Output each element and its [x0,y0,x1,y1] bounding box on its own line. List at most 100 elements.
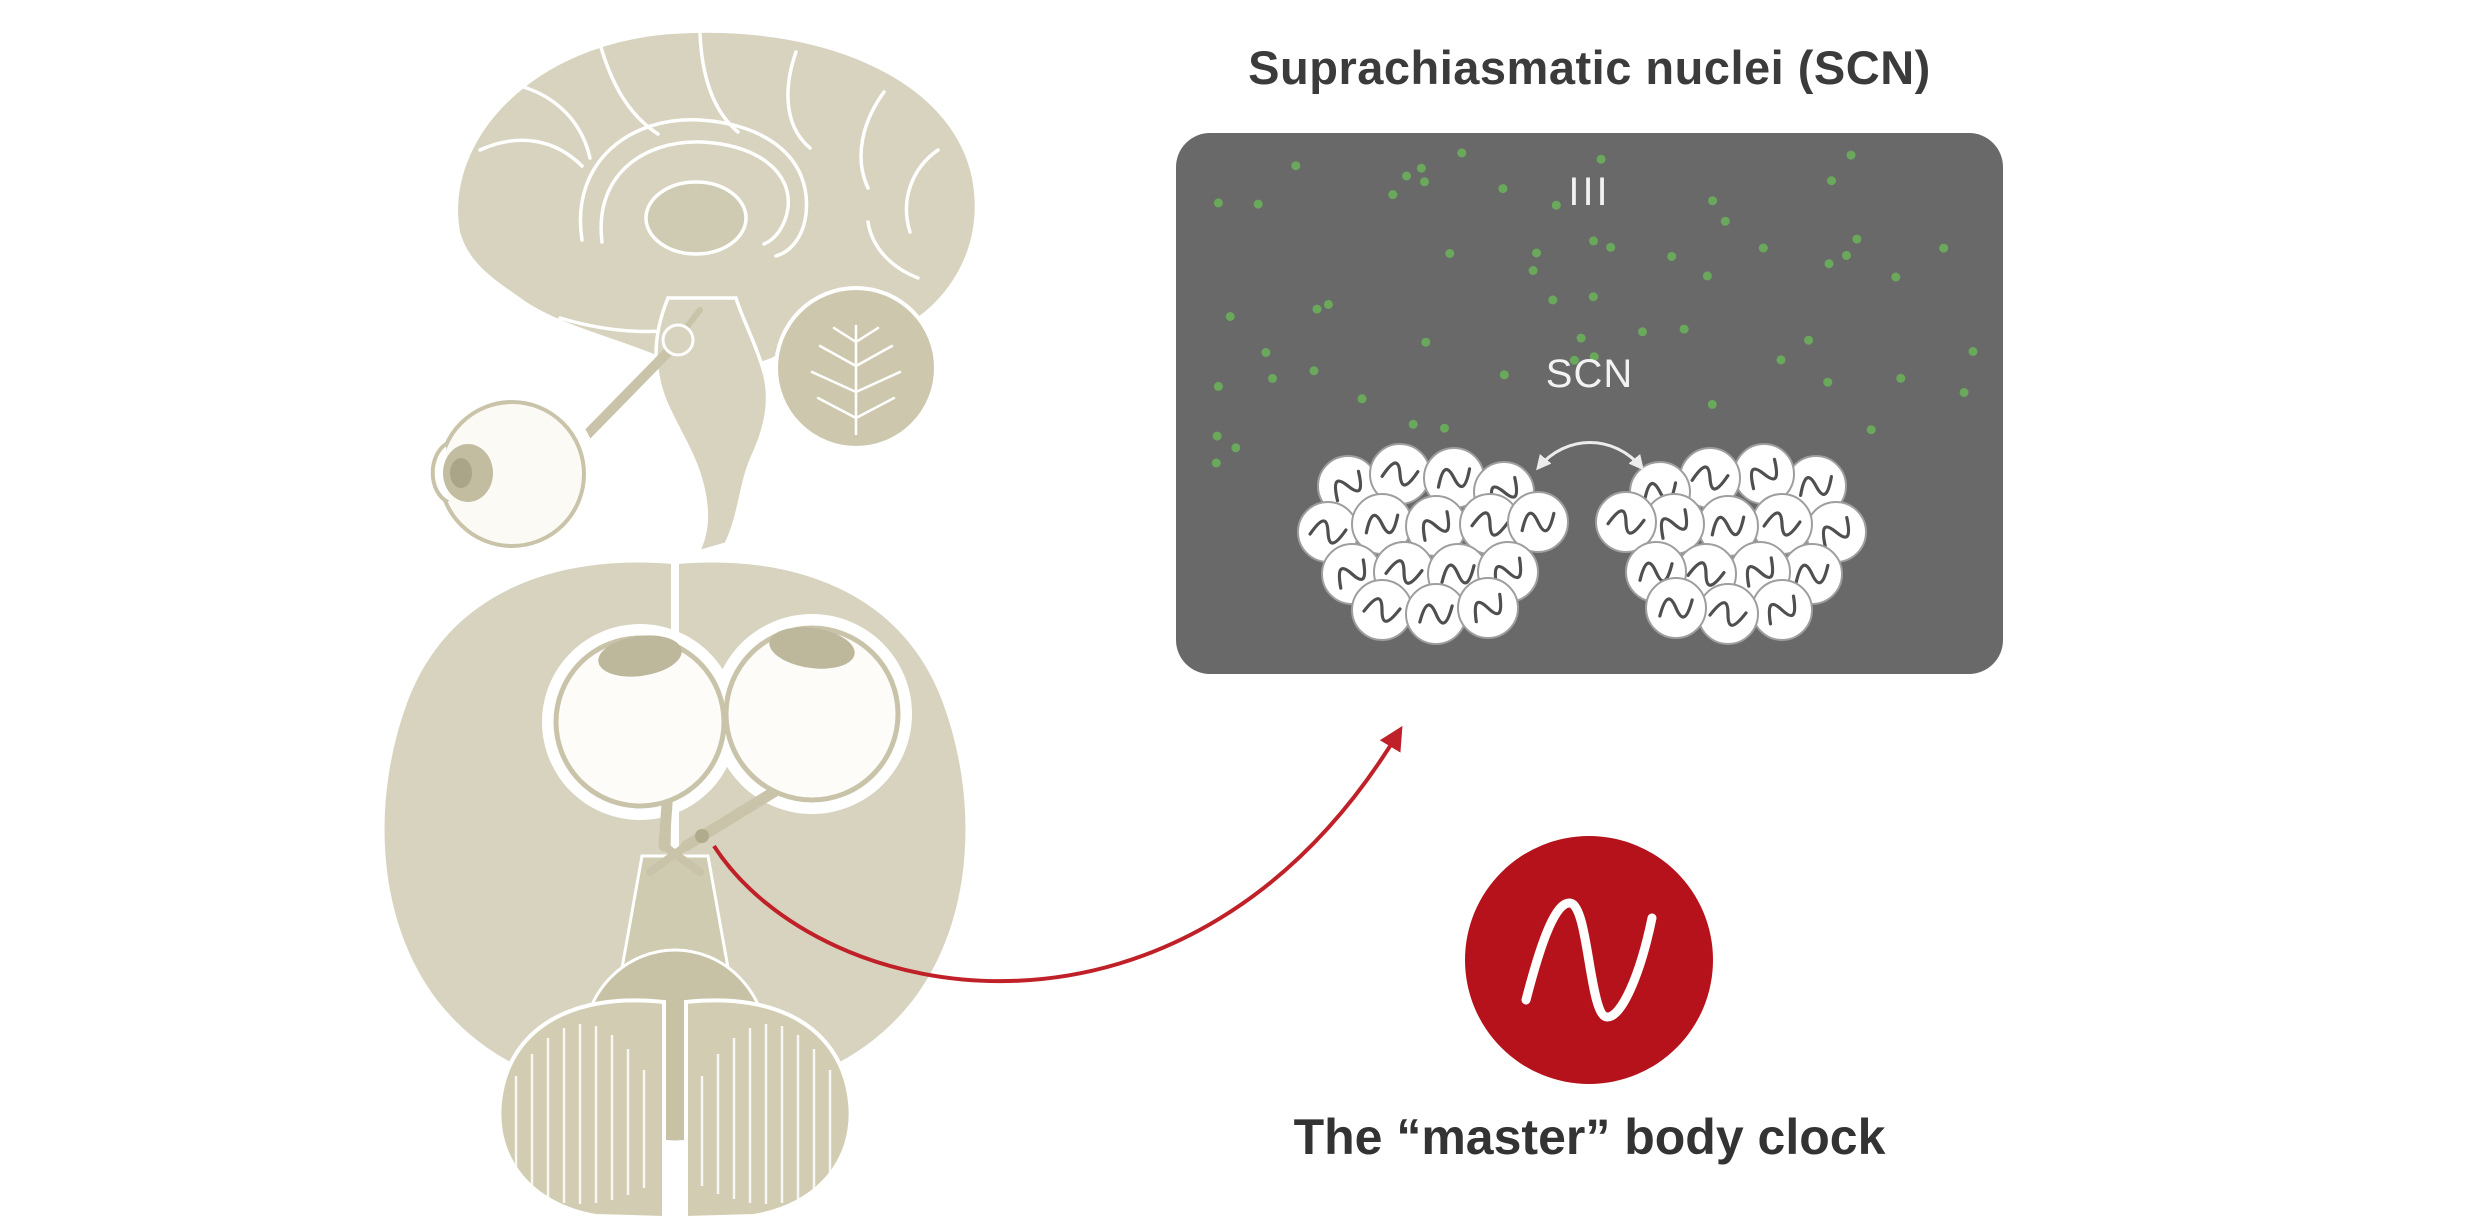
pupil [450,458,472,488]
scn-neuron [1751,493,1813,555]
neuron-dot [1939,243,1949,253]
oscillation-wave-icon [1658,597,1694,619]
neuron-dot [1528,266,1538,275]
neuron-dot [1213,381,1223,391]
neuron-dot [1225,312,1235,321]
lens-left [598,635,682,677]
cerebellum-striations [514,1024,832,1204]
neuron-dot [1842,250,1851,260]
oscillation-wave-icon [1749,457,1779,491]
oscillation-wave-icon [1440,563,1476,585]
neuron-dot [1823,377,1833,387]
neuron-dot [1708,196,1718,206]
neuron-dot [1388,190,1398,200]
pituitary-gland [661,323,695,357]
neuron-dot [1261,348,1271,357]
oscillation-wave-icon [1421,510,1451,542]
neuron-dot [1231,443,1241,453]
oscillation-wave-icon [1364,513,1400,535]
oscillation-wave-icon [1436,467,1472,489]
neuron-dot [1896,373,1906,383]
master-clock-icon [1465,836,1713,1084]
scn-neuron [1751,579,1813,641]
oscillation-wave-icon [1710,515,1746,537]
neuron-dot [1606,242,1616,252]
neuron-dot [1959,388,1969,397]
optic-nerve [571,347,673,451]
brainstem [654,296,770,555]
optic-chiasm-dot [695,829,709,843]
lens-right [769,627,855,669]
thalamus [644,180,748,256]
neuron-dot [1309,366,1319,376]
neuron-dot [1827,176,1836,186]
neuron-dot [1824,259,1834,269]
scn-sync-arrow [1536,441,1644,471]
oscillation-wave-icon [1690,465,1730,491]
neuron-dot [1357,394,1367,404]
oscillation-wave-icon [1493,556,1523,588]
neuron-dot [1268,373,1277,383]
cerebellum-lobe-left [497,998,666,1218]
corpus-callosum [578,118,809,258]
oscillation-wave-icon [1794,563,1830,585]
neuron-dot [1312,304,1322,314]
neuron-dot [1846,150,1856,160]
cerebellum-lobe-right [684,998,853,1218]
neuron-dot [1548,295,1558,305]
neuron-dot [1638,327,1647,337]
oscillation-wave-icon [1489,475,1519,509]
neuron-dot [1891,272,1901,282]
scn-neuron [1507,491,1569,553]
scn-panel [1176,133,2003,674]
neuron-dot [1445,249,1455,258]
oscillation-wave-icon [1767,594,1797,626]
cerebellum-arbor-vitae [810,324,902,436]
scn-neuron [1645,577,1707,639]
oscillation-wave-icon [1686,561,1726,587]
neuron-dot [1408,419,1418,429]
pituitary-stalk [683,307,703,331]
oscillation-wave-icon [1821,515,1851,549]
neuron-dot [1421,337,1431,347]
neuron-dot [1323,299,1333,309]
oscillation-wave-icon [1308,519,1348,545]
inferior-brain-illustration [380,558,970,1218]
neuron-dot [1212,431,1222,441]
neuron-dot [1852,234,1862,244]
oscillation-wave-icon [1333,469,1363,503]
neuron-dot [1498,184,1508,194]
neuron-dot [1588,292,1598,302]
scn-neuron [1733,443,1795,505]
neuron-dot [1213,198,1223,208]
sagittal-brain-illustration [426,28,979,560]
oscillation-wave-icon [1418,603,1454,625]
neuron-dot [1758,243,1768,253]
oscillation-wave-icon [1799,474,1833,498]
sine-wave-icon [1521,898,1657,1022]
cortex-gyri-lines [478,32,940,334]
third-ventricle-dots [1211,148,1978,468]
oscillation-wave-icon [1762,511,1802,537]
neuron-dot [1291,161,1301,171]
scn-neuron [1697,583,1759,645]
neuron-dot [1596,154,1606,164]
oscillation-wave-icon [1473,592,1503,624]
neuron-dot [1589,236,1598,246]
neuron-dot [1804,335,1814,345]
neuron-dot [1866,425,1876,435]
neuron-dot [1589,352,1599,362]
scn-neuron [1405,583,1467,645]
neuron-dot [1776,355,1786,365]
oscillation-wave-icon [1638,561,1674,583]
neuron-dot [1457,148,1467,158]
scn-neuron [1595,491,1657,553]
scn-neuron [1351,579,1413,641]
scn-cluster-left [1297,443,1569,645]
neuron-dot [1569,355,1579,365]
neuron-dot [1679,324,1689,334]
oscillation-wave-icon [1384,559,1424,585]
neuron-dot [1551,200,1561,210]
neuron-dot [1707,399,1717,409]
oscillation-wave-icon [1470,511,1510,537]
